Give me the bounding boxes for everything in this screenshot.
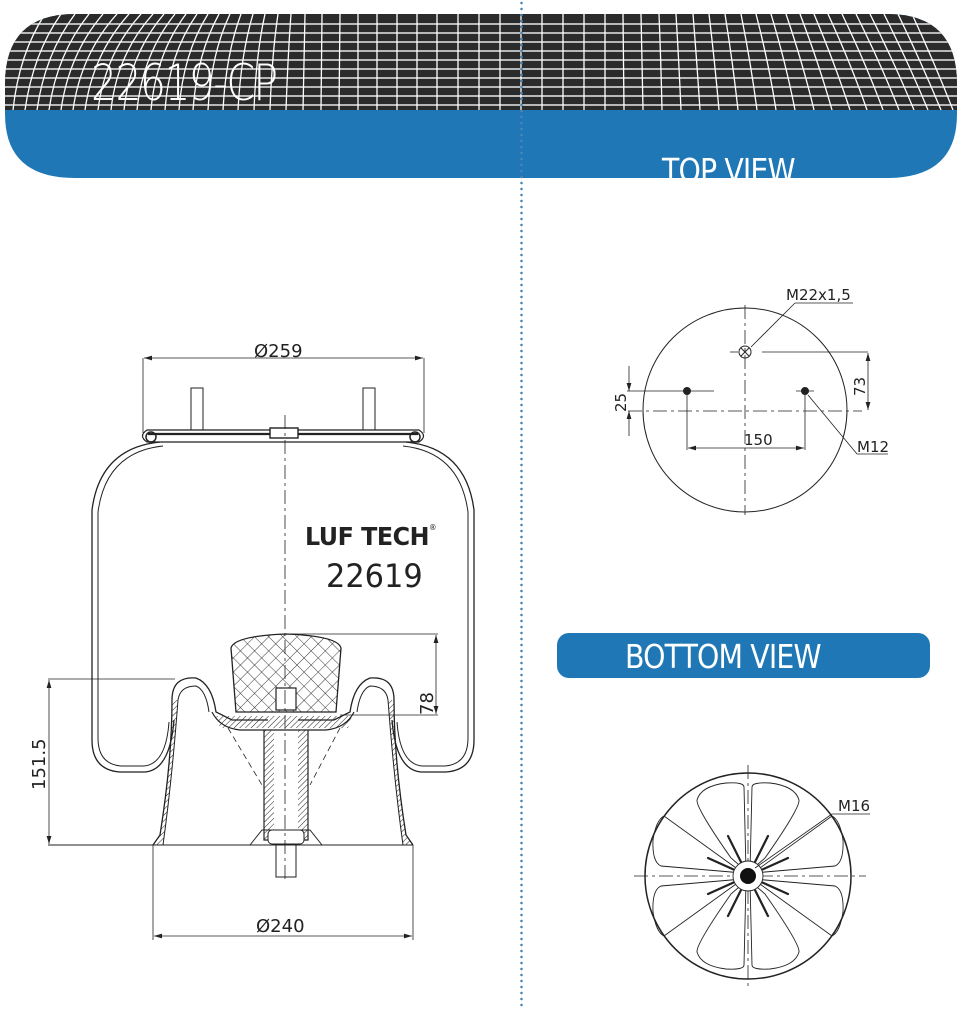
brand-logo-text: LUF TECH [305,522,430,551]
top-plate-diameter-label: Ø259 [254,341,303,362]
piston-height-label: 151.5 [29,738,50,790]
bottom-view-drawing [634,765,870,988]
registered-mark: ® [429,523,437,532]
part-number-title: 22619-CP [91,54,278,112]
center-thread-label: M16 [838,797,870,815]
bottom-view-banner [557,633,930,678]
top-view-label: TOP VIEW [662,151,796,190]
side-view-drawing [46,355,475,940]
dotted-divider [520,0,523,1009]
fitting-offset-label: 73 [851,377,869,396]
center-fitting-label: M22x1,5 [786,286,851,304]
header-banner: 22619-CP TOP VIEW [5,14,957,187]
bumper-height-label: 78 [417,692,438,715]
bottom-view-label: BOTTOM VIEW [625,637,822,676]
top-view-drawing [626,302,888,515]
model-number: 22619 [326,557,423,595]
brand-logo: LUF TECH® [305,522,437,551]
stud-offset-label: 25 [612,393,630,412]
stud-spacing-label: 150 [744,431,773,449]
stud-thread-label: M12 [857,438,889,456]
grid-banner-graphic [5,14,957,178]
piston-diameter-label: Ø240 [256,916,305,937]
